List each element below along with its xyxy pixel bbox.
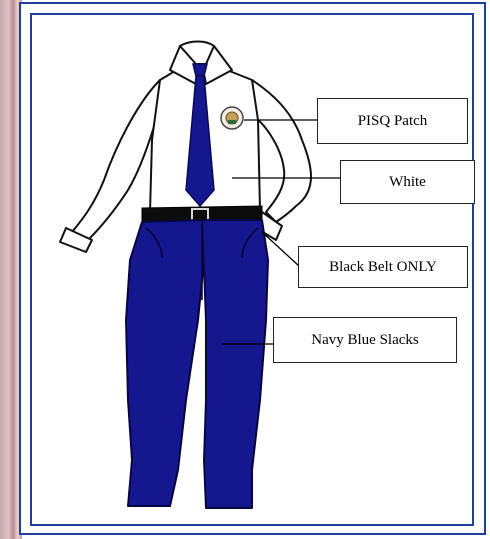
shirt-right-sleeve [252, 80, 311, 222]
trousers-right-leg [202, 220, 268, 508]
label-shirt-color-text: White [389, 174, 426, 191]
label-belt: Black Belt ONLY [298, 246, 468, 288]
label-pisq-patch-text: PISQ Patch [358, 113, 428, 130]
trousers-left-leg [126, 220, 204, 506]
label-slacks: Navy Blue Slacks [273, 317, 457, 363]
label-shirt-color: White [340, 160, 475, 204]
label-pisq-patch: PISQ Patch [317, 98, 468, 144]
label-slacks-text: Navy Blue Slacks [311, 332, 418, 349]
necktie-knot [193, 64, 207, 76]
label-belt-text: Black Belt ONLY [329, 259, 437, 276]
trousers [126, 220, 268, 508]
pisq-patch [221, 107, 243, 129]
